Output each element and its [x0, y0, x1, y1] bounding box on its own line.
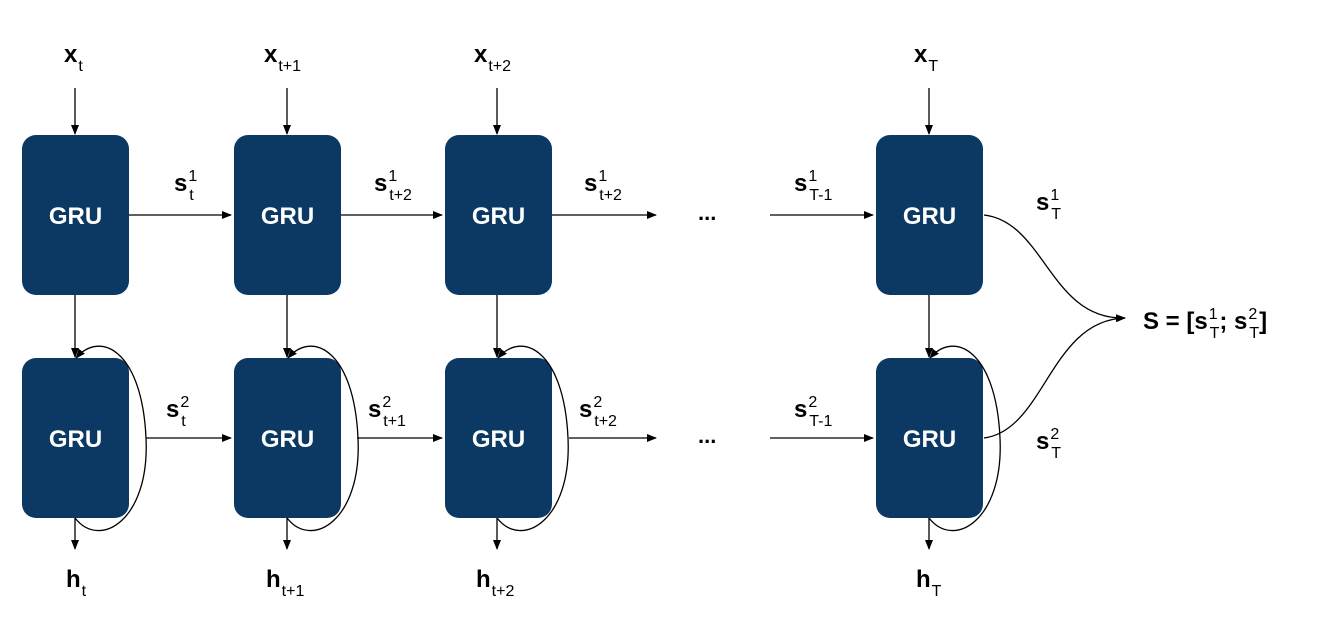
input-label-x-T: xT [914, 41, 939, 75]
output-label-h-T: hT [916, 566, 942, 600]
input-label-x-t1: xt+1 [264, 41, 302, 75]
state-label-s1-T: s1T [1036, 187, 1062, 223]
svg-text:GRU: GRU [261, 203, 314, 230]
svg-text:GRU: GRU [49, 203, 102, 230]
state-label-s2-t1: s2t+1 [368, 394, 406, 430]
state-label-s2-t2: s2t+2 [579, 394, 617, 430]
gru-cell-layer2-t1: GRU [234, 358, 341, 518]
input-label-x-t: xt [64, 41, 83, 75]
state-label-s2-T: s2T [1036, 426, 1062, 462]
ellipsis-layer1: ... [698, 200, 717, 225]
final-state-label: S = [s1T; s2T] [1143, 306, 1268, 342]
state-label-s1-T-1: s1T-1 [794, 168, 833, 204]
state-label-s2-t: s2t [166, 394, 190, 430]
output-label-h-t2: ht+2 [476, 566, 515, 600]
output-label-h-t1: ht+1 [266, 566, 305, 600]
gru-cell-layer1-t2: GRU [445, 135, 552, 295]
ellipsis-layer2: ... [698, 423, 717, 448]
self-loop [496, 345, 569, 532]
svg-text:GRU: GRU [472, 426, 525, 453]
self-loop [286, 345, 359, 532]
state-label-s1-t2: s1t+2 [584, 168, 622, 204]
gru-cell-layer2-t: GRU [22, 358, 129, 518]
state-label-s1-t: s1t [174, 168, 198, 204]
self-loop [928, 345, 1001, 532]
svg-text:GRU: GRU [49, 426, 102, 453]
gru-cell-layer1-t: GRU [22, 135, 129, 295]
svg-text:GRU: GRU [472, 203, 525, 230]
svg-text:GRU: GRU [903, 203, 956, 230]
svg-text:GRU: GRU [261, 426, 314, 453]
gru-cell-layer1-T: GRU [876, 135, 983, 295]
final-state-curve-1 [983, 214, 1126, 323]
state-label-s2-T-1: s2T-1 [794, 394, 833, 430]
self-loop [74, 345, 147, 532]
gru-cell-layer2-T: GRU [876, 358, 983, 518]
output-label-h-t: ht [66, 566, 87, 600]
svg-text:GRU: GRU [903, 426, 956, 453]
input-label-x-t2: xt+2 [474, 41, 512, 75]
gru-cell-layer1-t1: GRU [234, 135, 341, 295]
gru-cell-layer2-t2: GRU [445, 358, 552, 518]
final-state-curve-2 [983, 317, 1126, 439]
state-label-s1-t1: s1t+2 [374, 168, 412, 204]
